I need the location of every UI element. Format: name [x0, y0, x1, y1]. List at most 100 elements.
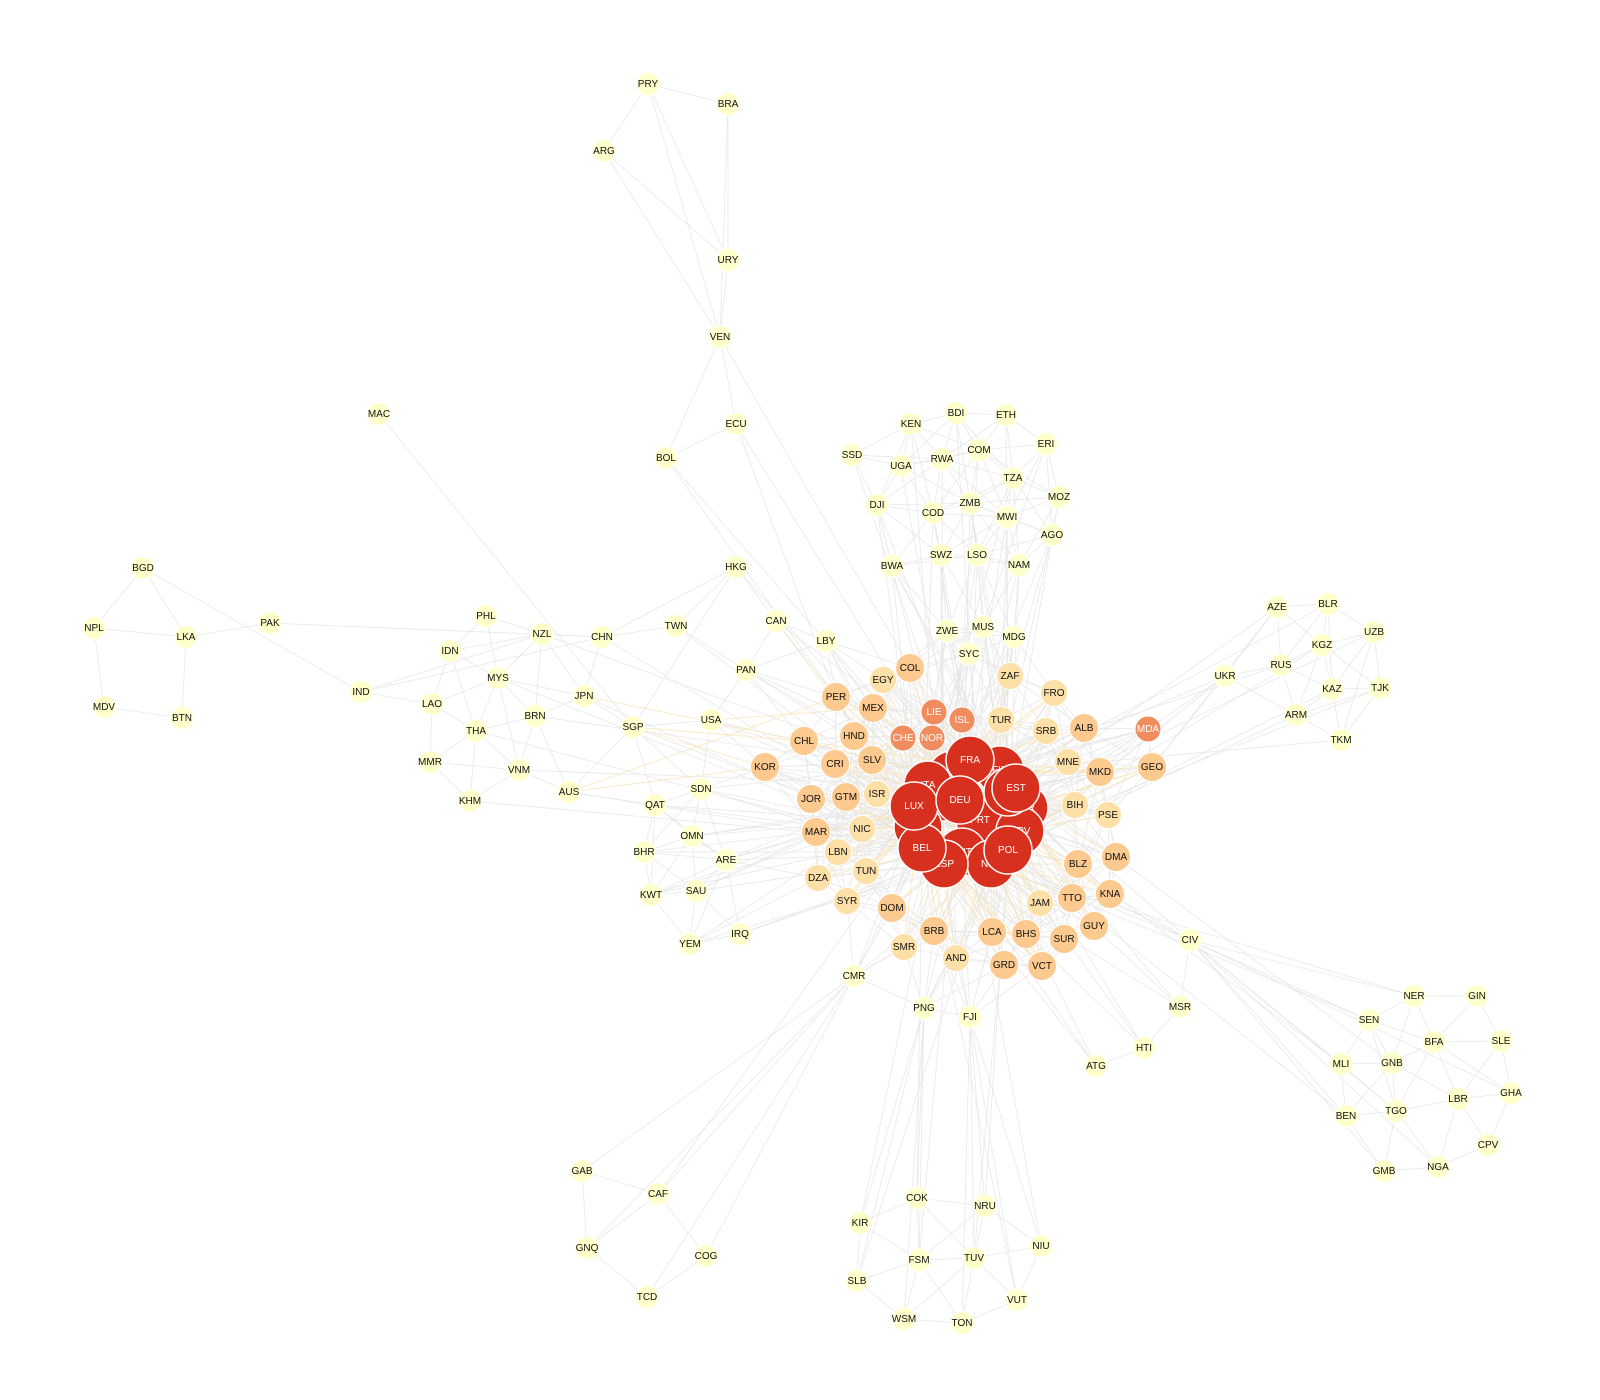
- node-circle-gnq[interactable]: [575, 1236, 599, 1260]
- node-mdv[interactable]: MDV: [92, 695, 116, 719]
- node-circle-mne[interactable]: [1054, 748, 1082, 776]
- node-msr[interactable]: MSR: [1168, 995, 1192, 1019]
- node-cog[interactable]: COG: [694, 1244, 718, 1268]
- node-circle-kwt[interactable]: [639, 883, 663, 907]
- node-gin[interactable]: GIN: [1465, 984, 1489, 1008]
- node-circle-wsm[interactable]: [892, 1307, 916, 1331]
- node-circle-zaf[interactable]: [996, 662, 1024, 690]
- node-circle-lso[interactable]: [965, 543, 989, 567]
- node-circle-yem[interactable]: [678, 932, 702, 956]
- node-circle-kna[interactable]: [1095, 879, 1125, 909]
- node-bdi[interactable]: BDI: [944, 401, 968, 425]
- node-fji[interactable]: FJI: [958, 1005, 982, 1029]
- node-circle-nzl[interactable]: [530, 622, 554, 646]
- node-png[interactable]: PNG: [912, 996, 936, 1020]
- node-civ[interactable]: CIV: [1178, 928, 1202, 952]
- node-tto[interactable]: TTO: [1057, 883, 1087, 913]
- node-zaf[interactable]: ZAF: [996, 662, 1024, 690]
- node-circle-jam[interactable]: [1026, 889, 1054, 917]
- node-circle-and[interactable]: [942, 944, 970, 972]
- node-circle-gnb[interactable]: [1380, 1051, 1404, 1075]
- node-circle-rus[interactable]: [1269, 653, 1293, 677]
- node-circle-hkg[interactable]: [724, 555, 748, 579]
- node-cod[interactable]: COD: [921, 501, 945, 525]
- node-circle-twn[interactable]: [664, 614, 688, 638]
- node-pan[interactable]: PAN: [734, 658, 758, 682]
- node-circle-geo[interactable]: [1137, 752, 1167, 782]
- node-circle-can[interactable]: [764, 609, 788, 633]
- node-circle-lbn[interactable]: [824, 838, 852, 866]
- node-circle-tjk[interactable]: [1368, 676, 1392, 700]
- node-npl[interactable]: NPL: [82, 616, 106, 640]
- node-atg[interactable]: ATG: [1084, 1054, 1108, 1078]
- node-nru[interactable]: NRU: [973, 1194, 997, 1218]
- node-circle-isl[interactable]: [948, 706, 976, 734]
- node-lbr[interactable]: LBR: [1446, 1087, 1470, 1111]
- node-slb[interactable]: SLB: [845, 1269, 869, 1293]
- node-circle-fji[interactable]: [958, 1005, 982, 1029]
- node-circle-syr[interactable]: [833, 887, 861, 915]
- node-circle-npl[interactable]: [82, 616, 106, 640]
- node-brn[interactable]: BRN: [523, 704, 547, 728]
- node-niu[interactable]: NIU: [1029, 1234, 1053, 1258]
- node-circle-col[interactable]: [895, 653, 925, 683]
- node-tkm[interactable]: TKM: [1329, 728, 1353, 752]
- node-zwe[interactable]: ZWE: [935, 619, 959, 643]
- node-circle-nic[interactable]: [848, 815, 876, 843]
- node-circle-ton[interactable]: [950, 1311, 974, 1335]
- node-wsm[interactable]: WSM: [892, 1307, 916, 1331]
- node-phl[interactable]: PHL: [474, 604, 498, 628]
- node-circle-alb[interactable]: [1069, 713, 1099, 743]
- node-circle-mmr[interactable]: [418, 750, 442, 774]
- node-bgd[interactable]: BGD: [131, 556, 155, 580]
- node-mwi[interactable]: MWI: [995, 505, 1019, 529]
- node-circle-vut[interactable]: [1005, 1288, 1029, 1312]
- node-circle-tur[interactable]: [987, 706, 1015, 734]
- node-isl[interactable]: ISL: [948, 706, 976, 734]
- node-dza[interactable]: DZA: [804, 864, 832, 892]
- node-circle-sdn[interactable]: [689, 777, 713, 801]
- node-circle-mwi[interactable]: [995, 505, 1019, 529]
- node-circle-rwa[interactable]: [930, 447, 954, 471]
- node-cri[interactable]: CRI: [820, 749, 850, 779]
- node-nic[interactable]: NIC: [848, 815, 876, 843]
- node-circle-ecu[interactable]: [724, 412, 748, 436]
- node-qat[interactable]: QAT: [643, 793, 667, 817]
- node-pol[interactable]: POL: [983, 825, 1033, 875]
- node-kaz[interactable]: KAZ: [1320, 677, 1344, 701]
- node-circle-ssd[interactable]: [840, 443, 864, 467]
- node-mne[interactable]: MNE: [1054, 748, 1082, 776]
- node-circle-gtm[interactable]: [831, 782, 861, 812]
- node-lie[interactable]: LIE: [920, 698, 948, 726]
- node-bel[interactable]: BEL: [897, 823, 947, 873]
- node-circle-ner[interactable]: [1402, 984, 1426, 1008]
- node-lca[interactable]: LCA: [977, 917, 1007, 947]
- node-circle-cmr[interactable]: [842, 964, 866, 988]
- node-circle-aze[interactable]: [1265, 595, 1289, 619]
- node-vct[interactable]: VCT: [1027, 951, 1057, 981]
- node-circle-tha[interactable]: [464, 719, 488, 743]
- node-lso[interactable]: LSO: [965, 543, 989, 567]
- node-circle-blr[interactable]: [1316, 592, 1340, 616]
- node-circle-cok[interactable]: [905, 1186, 929, 1210]
- node-mex[interactable]: MEX: [858, 693, 888, 723]
- node-nzl[interactable]: NZL: [530, 622, 554, 646]
- node-circle-sen[interactable]: [1357, 1008, 1381, 1032]
- node-slv[interactable]: SLV: [857, 745, 887, 775]
- node-blr[interactable]: BLR: [1316, 592, 1340, 616]
- node-usa[interactable]: USA: [699, 708, 723, 732]
- node-circle-dma[interactable]: [1101, 842, 1131, 872]
- node-circle-sgp[interactable]: [621, 715, 645, 739]
- node-ken[interactable]: KEN: [899, 412, 923, 436]
- node-circle-lao[interactable]: [420, 692, 444, 716]
- node-idn[interactable]: IDN: [438, 639, 462, 663]
- node-twn[interactable]: TWN: [664, 614, 688, 638]
- node-circle-lby[interactable]: [814, 629, 838, 653]
- node-rwa[interactable]: RWA: [930, 447, 954, 471]
- node-tur[interactable]: TUR: [987, 706, 1015, 734]
- node-brb[interactable]: BRB: [919, 916, 949, 946]
- node-alb[interactable]: ALB: [1069, 713, 1099, 743]
- node-jam[interactable]: JAM: [1026, 889, 1054, 917]
- node-zmb[interactable]: ZMB: [958, 491, 982, 515]
- node-circle-lca[interactable]: [977, 917, 1007, 947]
